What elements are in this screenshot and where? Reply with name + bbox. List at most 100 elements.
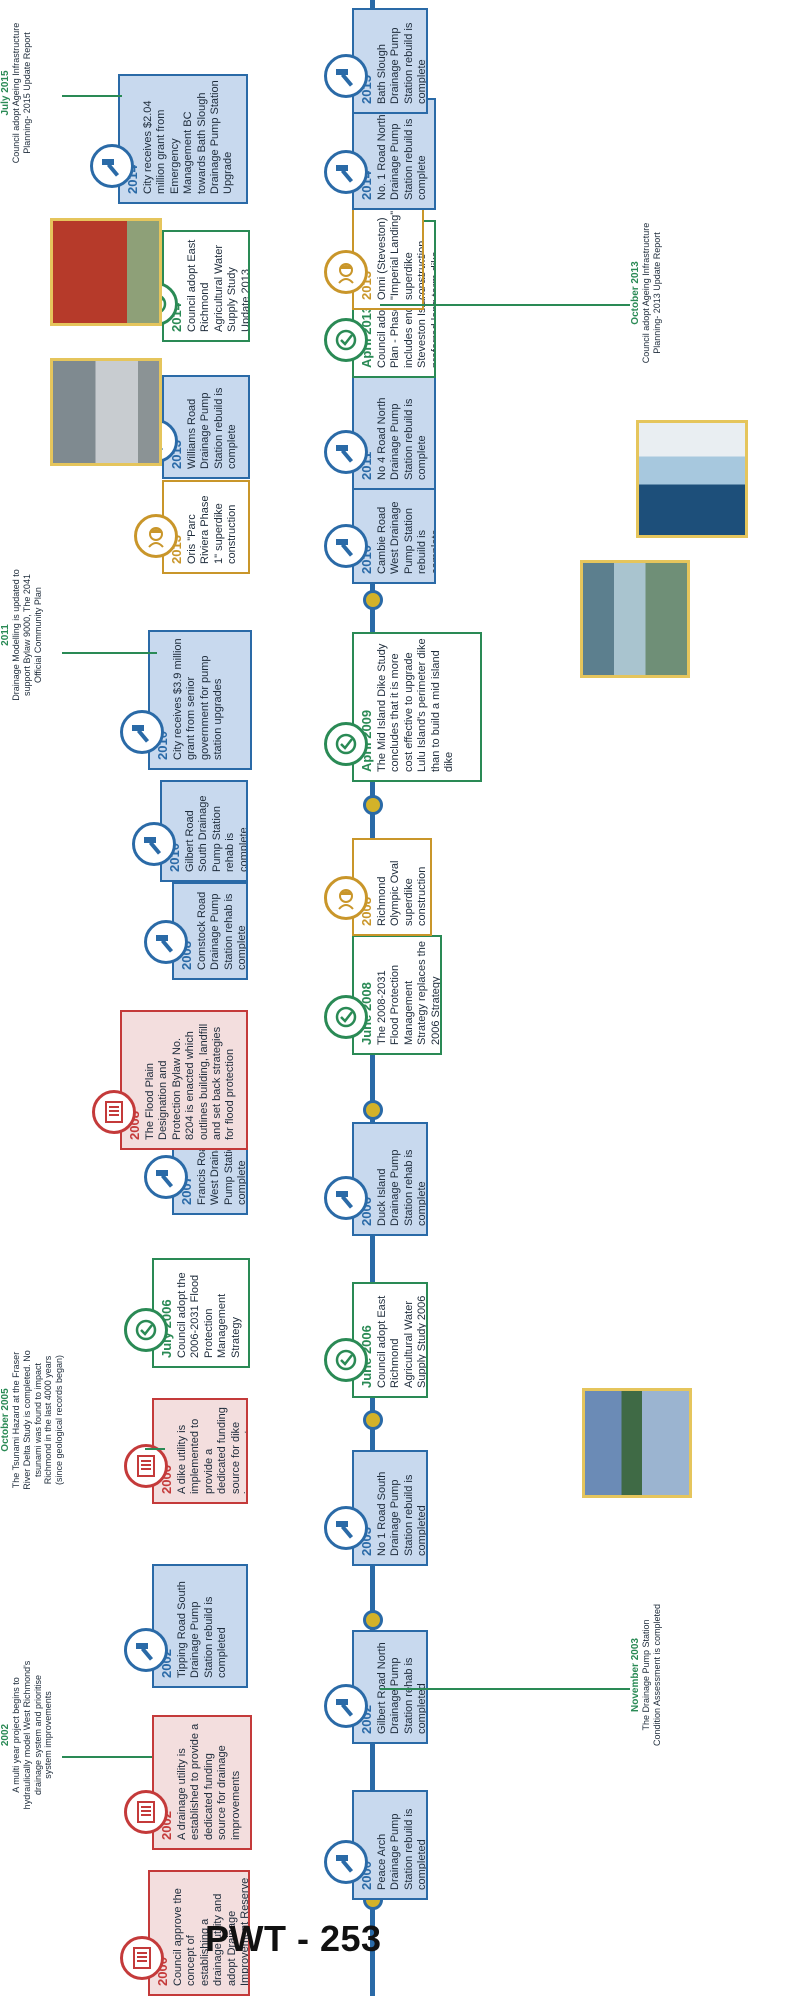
note-connector — [62, 652, 157, 654]
card-text: Bath Slough Drainage Pump Station rebuil… — [376, 22, 428, 104]
card-text: The Flood Plain Designation and Protecti… — [144, 1023, 237, 1140]
timeline-marker — [363, 1100, 383, 1120]
note-title: November 2003 — [630, 1638, 641, 1712]
card-text: Council adopt the 2006-2031 Flood Protec… — [176, 1272, 242, 1358]
hammer-icon — [132, 822, 176, 866]
hammer-icon — [124, 1628, 168, 1672]
hammer-icon — [90, 144, 134, 188]
hammer-icon — [144, 1155, 188, 1199]
card-text: The 2008-2031 Flood Protection Managemen… — [376, 941, 442, 1045]
card-text: Onni (Steveston) "Imperial Landing" supe… — [376, 210, 424, 300]
note-text: Council adopt Ageing Infrastructure Plan… — [641, 222, 662, 364]
card-text: City receives $2.04 million grant from E… — [142, 80, 235, 194]
hammer-icon — [324, 1176, 368, 1220]
hammer-icon — [324, 430, 368, 474]
worker-icon — [134, 514, 178, 558]
timeline-marker — [363, 1610, 383, 1630]
note-title: 2011 — [0, 624, 11, 646]
note-connector — [380, 304, 630, 306]
card-text: Council adopt East Richmond Agricultural… — [186, 239, 250, 332]
hammer-icon — [324, 54, 368, 98]
note-connector — [62, 1756, 152, 1758]
check-icon — [324, 1338, 368, 1382]
note-title: July 2015 — [0, 70, 11, 116]
card-text: Peace Arch Drainage Pump Station rebuild… — [376, 1808, 428, 1890]
check-icon — [324, 995, 368, 1039]
document-icon — [92, 1090, 136, 1134]
photo-agricultural-water — [50, 218, 162, 326]
photo-pump-station-williams — [50, 358, 162, 466]
note-connector — [380, 1688, 630, 1690]
note-text: The Tsunami Hazard at the Fraser River D… — [11, 1350, 65, 1490]
hammer-icon — [324, 1840, 368, 1884]
hammer-icon — [324, 1506, 368, 1550]
card-text: A dike utility is implemented to provide… — [176, 1407, 248, 1494]
hammer-icon — [324, 1684, 368, 1728]
worker-icon — [324, 250, 368, 294]
photo-water-supply-study — [582, 1388, 692, 1498]
card-text: The Mid Island Dike Study concludes that… — [376, 638, 456, 772]
note-text: A multi year project begins to hydraulic… — [11, 1660, 54, 1810]
note-title: October 2005 — [0, 1388, 11, 1452]
card-text: A drainage utility is established to pro… — [176, 1723, 242, 1840]
card-text: Gilbert Road North Drainage Pump Station… — [376, 1642, 428, 1734]
check-icon — [124, 1308, 168, 1352]
note-text: The Drainage Pump Station Condition Asse… — [641, 1603, 662, 1747]
card-text: No 4 Road North Drainage Pump Station re… — [376, 397, 429, 480]
document-icon — [124, 1444, 168, 1488]
timeline-marker — [363, 795, 383, 815]
card-text: Cambie Road West Drainage Pump Station r… — [376, 501, 436, 574]
card-text: Comstock Road Drainage Pump Station reha… — [196, 891, 248, 970]
timeline-marker — [363, 590, 383, 610]
worker-icon — [324, 876, 368, 920]
card-text: Williams Road Drainage Pump Station rebu… — [186, 387, 239, 469]
hammer-icon — [324, 150, 368, 194]
timeline-marker — [363, 1410, 383, 1430]
hammer-icon — [144, 920, 188, 964]
card-text: No 1 Road South Drainage Pump Station re… — [376, 1471, 428, 1556]
note-connector — [62, 95, 122, 97]
note-text: Drainage Modelling is updated to support… — [11, 569, 43, 701]
photo-pump-station-no4 — [580, 560, 690, 678]
card-text: Duck Island Drainage Pump Station rehab … — [376, 1149, 428, 1226]
check-icon — [324, 318, 368, 362]
note-title: October 2013 — [630, 261, 641, 325]
card-text: Richmond Olympic Oval superdike construc… — [376, 860, 429, 926]
card-text: No. 1 Road North Drainage Pump Station r… — [376, 114, 429, 200]
card-text: Tipping Road South Drainage Pump Station… — [176, 1581, 229, 1678]
document-icon — [120, 1936, 164, 1980]
hammer-icon — [324, 524, 368, 568]
note-text: Council adopt Ageing Infrastructure Plan… — [11, 22, 32, 164]
card-text: Oris "Parc Riviera Phase 1" superdike co… — [186, 495, 239, 564]
page-footer: PWT - 253 — [205, 1918, 382, 1959]
